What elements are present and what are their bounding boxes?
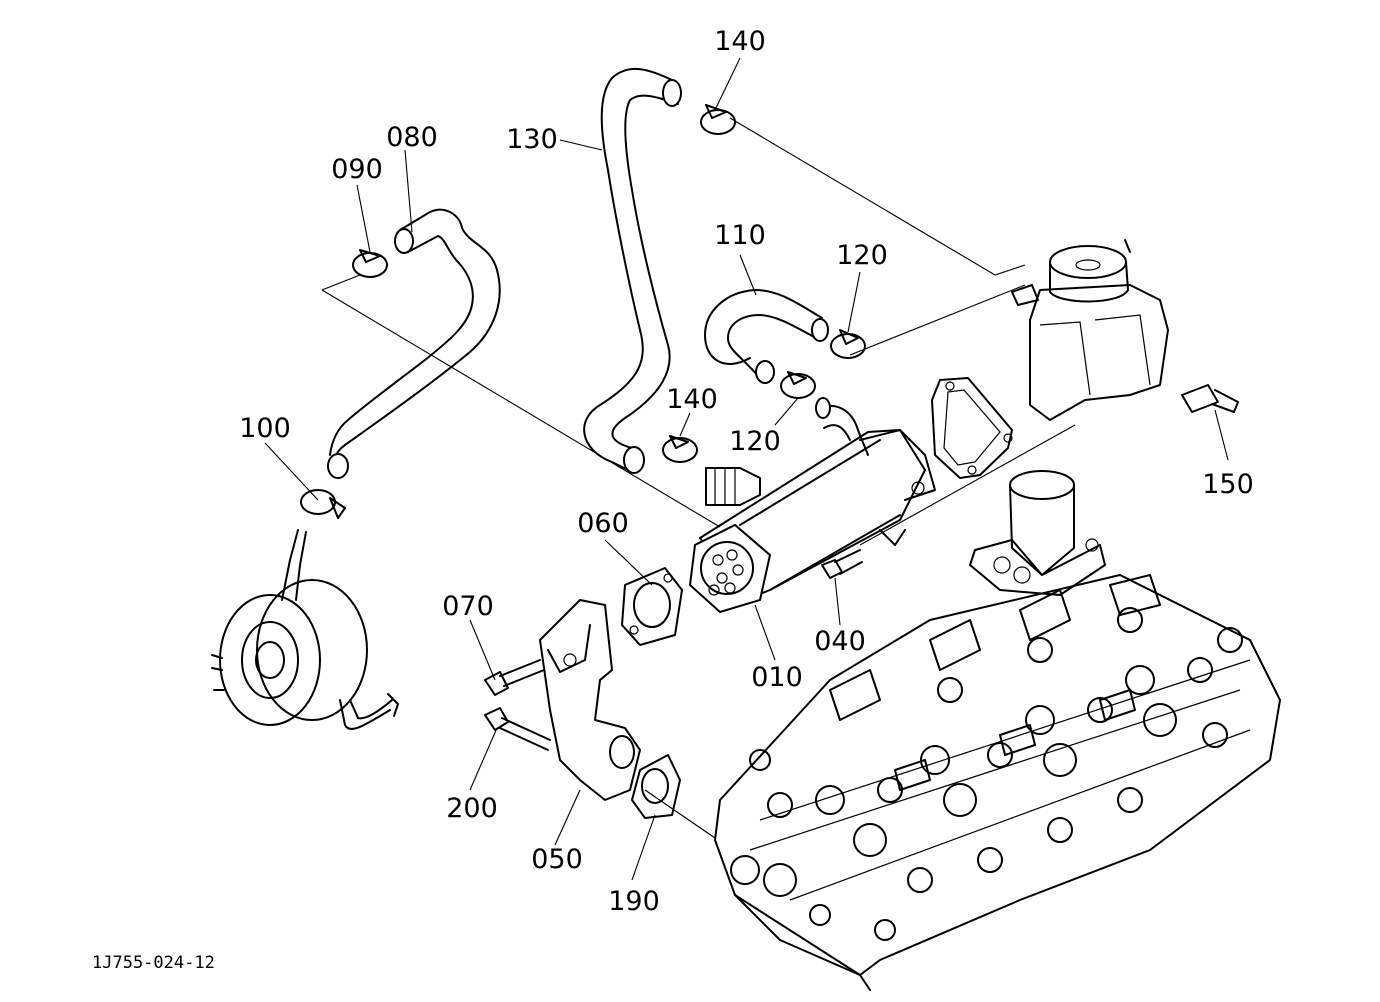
- clamp-090: [352, 249, 388, 278]
- callout-120-lower: 120: [729, 426, 781, 457]
- clamp-120-upper: [830, 329, 866, 359]
- callout-leaders: [264, 57, 1229, 881]
- callout-040: 040: [814, 626, 866, 657]
- callout-150: 150: [1202, 469, 1254, 500]
- cooler-flange-gasket: [931, 377, 1013, 479]
- water-flange: [969, 470, 1106, 596]
- callout-110: 110: [714, 220, 766, 251]
- bolt-040: [821, 549, 863, 579]
- pipe-050: [539, 599, 641, 801]
- hose-110: [704, 289, 869, 456]
- hose-080: [327, 208, 501, 479]
- clamp-120-lower: [780, 371, 816, 399]
- callout-050: 050: [531, 844, 583, 875]
- clamp-140-top: [700, 104, 736, 135]
- egr-cooler-010: [688, 429, 936, 614]
- bolt-200: [484, 707, 551, 751]
- gasket-190: [631, 754, 681, 819]
- gasket-060: [621, 567, 683, 646]
- bolts: [484, 549, 863, 751]
- cylinder-head-bosses: [829, 574, 1161, 791]
- callout-080: 080: [386, 122, 438, 153]
- callout-130: 130: [506, 124, 558, 155]
- hose-130: [583, 67, 682, 474]
- callout-070: 070: [442, 591, 494, 622]
- callout-120-upper: 120: [836, 240, 888, 271]
- egr-valve: [1011, 239, 1239, 421]
- callout-labels: 140 130 080 090 110 120 100 140 120 150 …: [239, 26, 1254, 917]
- sensor-150: [1181, 384, 1239, 413]
- hose-fitting: [705, 467, 761, 506]
- cylinder-head: [714, 574, 1281, 991]
- cylinder-head-ports: [730, 607, 1243, 941]
- callout-190: 190: [608, 886, 660, 917]
- callout-060: 060: [577, 508, 629, 539]
- callout-100: 100: [239, 413, 291, 444]
- hose-clamps: [300, 104, 866, 519]
- clamp-100: [300, 489, 346, 519]
- bolt-070: [484, 659, 545, 696]
- oil-cooler: [211, 529, 399, 730]
- assembly-lines: [321, 117, 1076, 839]
- callout-090: 090: [331, 154, 383, 185]
- callout-010: 010: [751, 662, 803, 693]
- clamp-140-lower: [662, 435, 698, 463]
- callout-200: 200: [446, 793, 498, 824]
- callout-140-lower: 140: [666, 384, 718, 415]
- callout-140-top: 140: [714, 26, 766, 57]
- figure-reference-code: 1J755-024-12: [92, 953, 215, 973]
